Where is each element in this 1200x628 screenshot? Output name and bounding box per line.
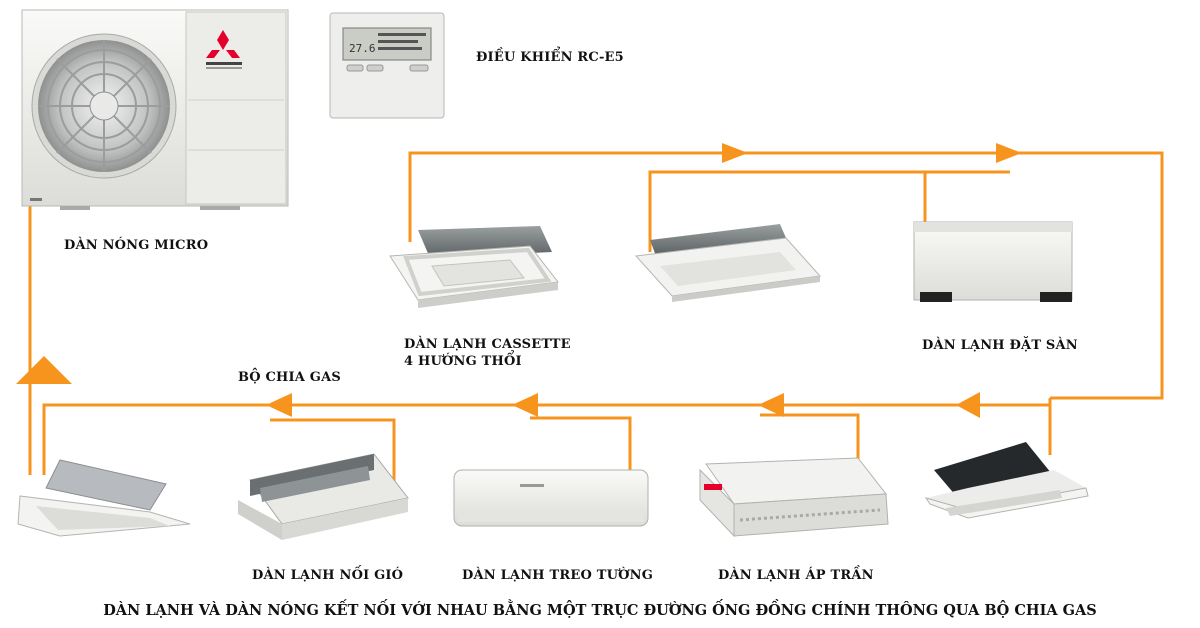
pipe-ceiling-branch (760, 413, 860, 462)
arrow-icon (512, 393, 538, 417)
remote-label: ĐIỀU KHIỂN RC-E5 (476, 50, 624, 65)
cassette-1way-icon (634, 224, 822, 302)
cassette-4way-label: DÀN LẠNH CASSETTE 4 HƯỚNG THỔI (404, 336, 571, 370)
ceiling-suspended-label: DÀN LẠNH ÁP TRẦN (718, 568, 874, 583)
remote-controller-icon: 27.6 (329, 12, 445, 119)
arrow-icon (758, 393, 784, 417)
arrow-icon (956, 392, 980, 418)
cassette-4way-icon (389, 226, 559, 308)
ducted-label: DÀN LẠNH NỐI GIÓ (252, 568, 404, 583)
pipe-duct-branch (270, 418, 396, 482)
flow-arrows (16, 143, 1022, 418)
floor-standing-unit-icon (913, 221, 1073, 302)
arrow-icon (16, 356, 72, 384)
arrow-icon (722, 143, 748, 163)
arrow-icon (266, 393, 292, 417)
compact-cassette-icon (924, 442, 1089, 519)
pipe-wall-branch (530, 416, 632, 476)
floor-standing-label: DÀN LẠNH ĐẶT SÀN (922, 338, 1078, 353)
ducted-unit-icon (238, 453, 409, 540)
ceiling-suspended-unit-icon (699, 457, 889, 538)
remote-display-value: 27.6 (349, 42, 376, 55)
pipe-top-main (408, 151, 1164, 400)
ceiling-cassette-2way-icon (17, 459, 191, 537)
cassette-4way-label-line1: DÀN LẠNH CASSETTE (404, 337, 571, 352)
brand-logo (206, 30, 240, 58)
outdoor-unit-label: DÀN NÓNG MICRO (64, 238, 209, 253)
pipe-bottom-header (42, 403, 1050, 475)
outdoor-unit-icon (21, 9, 289, 210)
cassette-4way-label-line2: 4 HƯỚNG THỔI (404, 354, 522, 369)
wall-mounted-unit-icon (453, 469, 649, 527)
arrow-icon (996, 143, 1022, 163)
pipe-top-cassette1way (648, 170, 1010, 252)
diagram-caption: DÀN LẠNH VÀ DÀN NÓNG KẾT NỐI VỚI NHAU BẰ… (103, 602, 1097, 619)
wall-mounted-label: DÀN LẠNH TREO TƯỜNG (462, 568, 654, 583)
splitter-label: BỘ CHIA GAS (238, 370, 341, 385)
